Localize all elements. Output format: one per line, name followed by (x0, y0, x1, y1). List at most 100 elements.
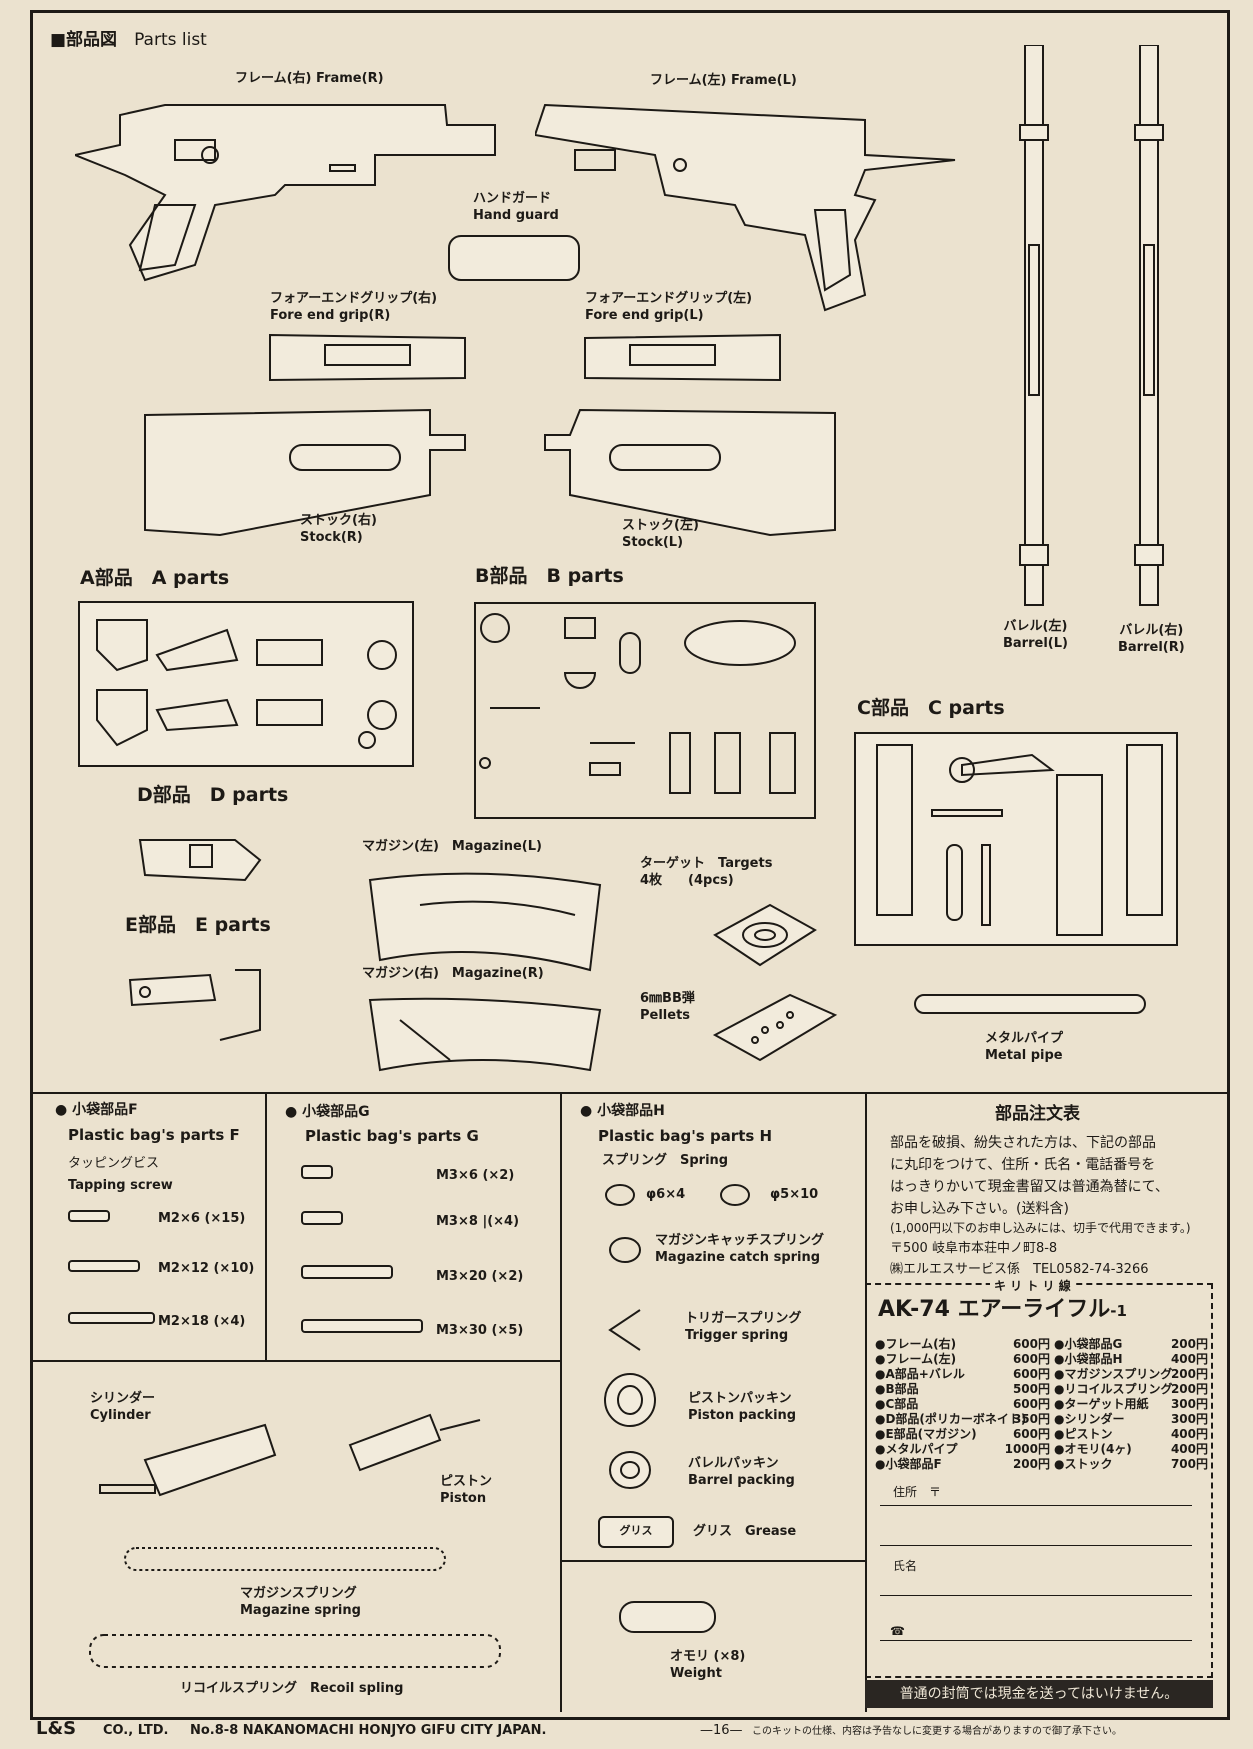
bag-f-item-2: M2×12 (×10) (158, 1261, 255, 1276)
page-title: ■部品図 Parts list (50, 30, 207, 50)
order-item-name: ●シリンダー (1054, 1412, 1125, 1426)
order-item-name: ●マガジンスプリング (1054, 1367, 1173, 1381)
mag-r-drawing (368, 997, 602, 1072)
frame-l-drawing (535, 103, 956, 312)
order-item-price: 300円 (1170, 1412, 1208, 1426)
order-item-price: 300円 (1170, 1397, 1208, 1411)
order-warning: 普通の封筒では現金を送ってはいけません。 (865, 1680, 1213, 1708)
order-item-price: 1000円 (1004, 1442, 1050, 1456)
order-company: ㈱エルエスサービス係 TEL0582-74-3266 (890, 1262, 1149, 1277)
hand-guard-drawing (448, 235, 580, 281)
grid-line (560, 1092, 562, 1712)
bag-f-sub: タッピングビス (68, 1156, 160, 1171)
order-item-price: 700円 (1170, 1457, 1208, 1471)
order-item-name: ●A部品+バレル (875, 1367, 965, 1381)
barrel-l-label: バレル(左)Barrel(L) (1003, 619, 1068, 651)
bag-h-springs (605, 1184, 750, 1206)
metal-pipe-drawing (914, 994, 1146, 1014)
bag-h-s2: φ5×10 (770, 1187, 819, 1202)
stock-r-drawing (144, 408, 466, 537)
grid-line (560, 1560, 867, 1562)
stock-r-label: ストック(右)Stock(R) (300, 513, 377, 545)
order-item-price: 400円 (1170, 1352, 1208, 1366)
order-item-price: 600円 (1012, 1367, 1050, 1381)
order-item-price: 200円 (1170, 1337, 1208, 1351)
barrel-r-label: バレル(右)Barrel(R) (1118, 623, 1185, 655)
order-item-name: ●ストック (1054, 1457, 1113, 1471)
c-parts-label: C部品 C parts (857, 697, 1005, 719)
order-item-name: ●E部品(マガジン) (875, 1427, 977, 1441)
page-number: —16— (700, 1723, 743, 1738)
grid-line (265, 1092, 267, 1362)
tel-line (880, 1640, 1192, 1641)
addr-line-2 (880, 1545, 1192, 1546)
bag-g-item-4: M3×30 (×5) (436, 1323, 524, 1338)
d-parts-drawing (138, 839, 262, 882)
bag-h-s1: φ6×4 (646, 1187, 686, 1202)
order-item-price: 400円 (1170, 1442, 1208, 1456)
bag-f-title: ● 小袋部品F (55, 1102, 138, 1118)
order-item-price: 200円 (1170, 1367, 1208, 1381)
order-address: 〒500 岐阜市本荘中ノ町8-8 (890, 1241, 1058, 1256)
bag-f-item-3: M2×18 (×4) (158, 1314, 246, 1329)
order-title: 部品注文表 (995, 1104, 1080, 1124)
frame-r-drawing (75, 104, 496, 282)
grid-line (30, 1092, 1230, 1094)
order-item-right-8: ●ストック 700円 (1054, 1455, 1208, 1472)
addr-label: 住所 〒 (893, 1485, 942, 1499)
a-parts-label: A部品 A parts (80, 567, 230, 589)
name-line (880, 1595, 1192, 1596)
order-item-left-6: ●E部品(マガジン) 600円 (875, 1425, 1050, 1442)
order-item-name: ●フレーム(右) (875, 1337, 957, 1351)
recoil-spring-label: リコイルスプリング Recoil spling (180, 1681, 404, 1696)
order-item-name: ●C部品 (875, 1397, 919, 1411)
footer-notice: このキットの仕様、内容は予告なしに変更する場合がありますので御了承下さい。 (752, 1726, 1122, 1737)
stock-l-drawing (544, 408, 836, 537)
magazine-spring-drawing (124, 1547, 446, 1571)
weight-icon (619, 1601, 716, 1633)
barrels-drawing (1019, 45, 1164, 606)
bag-h-spring-label: スプリング Spring (602, 1153, 729, 1168)
mag-l-drawing (368, 872, 602, 972)
order-item-price: 350円 (1012, 1412, 1050, 1426)
fore-l-drawing (584, 333, 781, 382)
page-border (30, 10, 1230, 1720)
frame-l-label: フレーム(左) Frame(L) (650, 73, 797, 88)
bag-g-screws (301, 1165, 423, 1333)
c-parts-sprue (854, 732, 1178, 946)
order-item-name: ●フレーム(左) (875, 1352, 957, 1366)
order-item-price: 500円 (1012, 1382, 1050, 1396)
order-item-left-5: ●D部品(ポリカーボネイト)350円 (875, 1410, 1050, 1427)
e-parts-drawing (128, 969, 261, 1041)
name-label: 氏名 (893, 1559, 918, 1573)
b-parts-label: B部品 B parts (475, 565, 624, 587)
bag-h-title-en: Plastic bag's parts H (598, 1127, 773, 1145)
order-item-name: ●小袋部品H (1054, 1352, 1123, 1366)
bag-h-title: ● 小袋部品H (580, 1103, 665, 1119)
e-parts-label: E部品 E parts (125, 914, 271, 936)
frame-r-label: フレーム(右) Frame(R) (235, 71, 384, 86)
order-item-name: ●オモリ(4ヶ) (1054, 1442, 1132, 1456)
order-item-price: 200円 (1012, 1457, 1050, 1471)
fore-r-label: フォアーエンドグリップ(右)Fore end grip(R) (270, 291, 438, 323)
piston-packing-icon (604, 1373, 656, 1427)
order-note: (1,000円以下のお申し込みには、切手で代用できます。) (890, 1221, 1191, 1235)
trigger-spring-icon (608, 1309, 641, 1351)
fore-r-drawing (269, 333, 466, 382)
mag-r-label: マガジン(右) Magazine(R) (362, 966, 544, 981)
order-item-price: 600円 (1012, 1427, 1050, 1441)
order-body: 部品を破損、紛失された方は、下記の部品に丸印をつけて、住所・氏名・電話番号をはっ… (890, 1135, 1169, 1217)
addr-line (880, 1505, 1192, 1506)
